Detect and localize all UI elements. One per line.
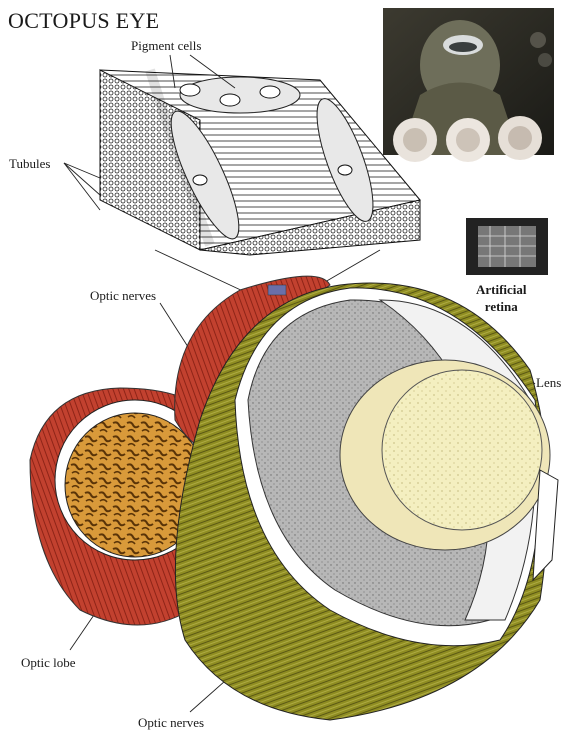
optic-lobe-label: Optic lobe <box>21 655 76 671</box>
tubule-block <box>100 70 420 255</box>
lens-label: Lens <box>536 375 561 391</box>
artificial-retina-line2: retina <box>476 298 527 315</box>
artificial-retina-chip <box>466 218 548 275</box>
pigment-cells-label: Pigment cells <box>131 38 201 54</box>
artificial-retina-label: Artificial retina <box>476 281 527 315</box>
tubules-label: Tubules <box>9 156 50 172</box>
octopus-photo <box>383 8 554 162</box>
artificial-retina-line1: Artificial <box>476 281 527 298</box>
iris-patch <box>268 285 286 295</box>
page-title: OCTOPUS EYE <box>8 8 159 34</box>
optic-nerves-label-bottom: Optic nerves <box>138 715 204 731</box>
optic-nerves-label-top: Optic nerves <box>90 288 156 304</box>
